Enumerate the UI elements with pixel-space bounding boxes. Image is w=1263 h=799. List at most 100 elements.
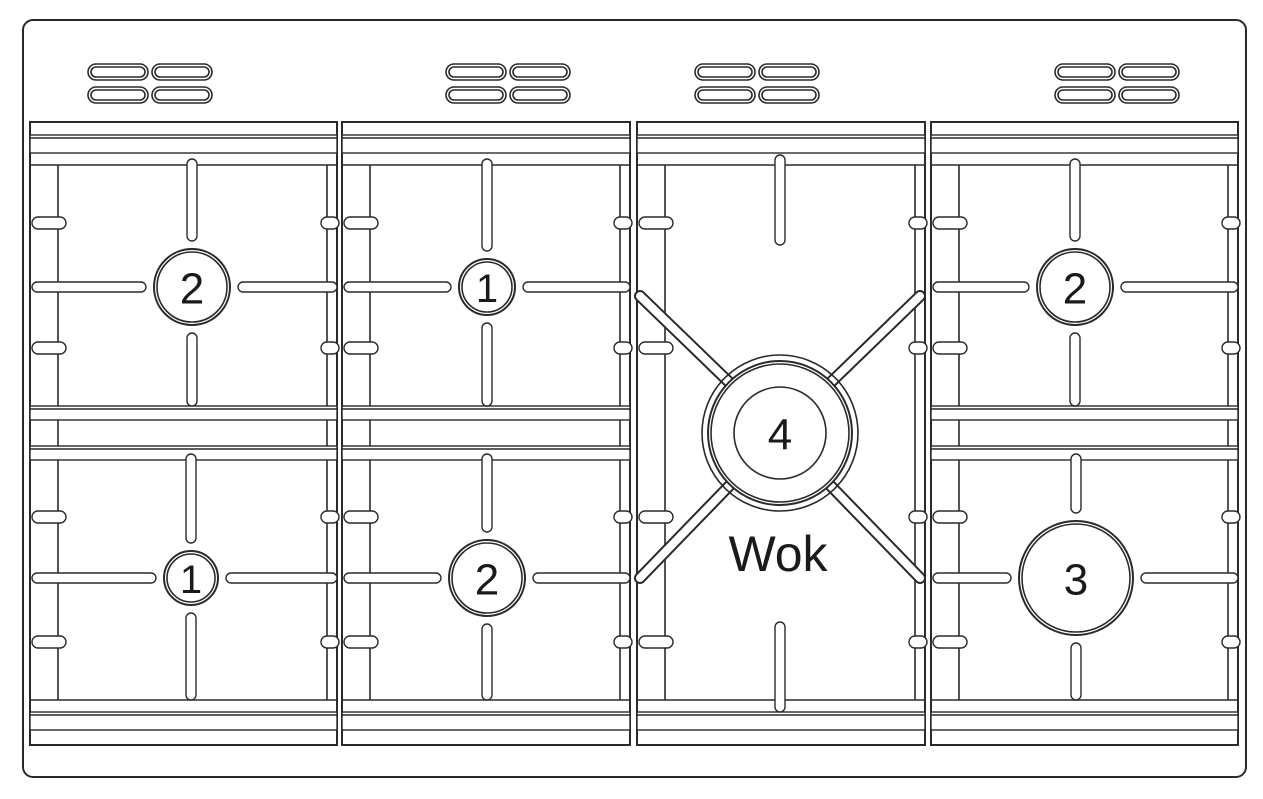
knob-slot-outer <box>1054 86 1116 104</box>
grate-finger <box>932 216 968 230</box>
burner-wok: 4 <box>634 154 926 713</box>
grate-finger <box>1221 635 1241 649</box>
knob-slot-outer <box>509 63 571 81</box>
grate-arm <box>522 281 631 293</box>
burner-left-top: 2 <box>31 158 338 407</box>
grate-frame <box>29 121 338 746</box>
grate-finger <box>320 216 340 230</box>
knob-slot-outer <box>509 86 571 104</box>
grate-arm <box>1070 642 1082 701</box>
grate-arm <box>343 572 442 584</box>
grate-arm <box>481 453 493 533</box>
grate-finger <box>638 341 674 355</box>
knob-group <box>694 63 820 104</box>
knob-slot-outer <box>1054 63 1116 81</box>
knob-slot-outer <box>151 63 213 81</box>
knob-slot-outer <box>445 63 507 81</box>
burner-ring-outer <box>458 258 516 316</box>
grate-finger <box>343 341 379 355</box>
burner-right-top: 2 <box>932 158 1239 407</box>
grate-finger <box>343 510 379 524</box>
grate-bar <box>636 134 926 154</box>
grate-arm <box>225 572 338 584</box>
knob-slot-inner <box>512 89 568 101</box>
grate-arm <box>1069 158 1081 242</box>
knob-slot-outer <box>758 63 820 81</box>
grate-finger <box>908 635 928 649</box>
knob-group <box>1054 63 1180 104</box>
knob-slot-inner <box>1057 66 1113 78</box>
knob-slot-outer <box>87 63 149 81</box>
burner-ring-inner <box>1021 523 1131 633</box>
grate-arm <box>1120 281 1239 293</box>
knob-slot-inner <box>761 66 817 78</box>
burner-number: 4 <box>768 411 792 460</box>
grate-arm <box>185 453 197 544</box>
grate-panel <box>930 121 1241 746</box>
wok-arm <box>636 292 737 390</box>
knob-slot-inner <box>512 66 568 78</box>
wok-arm <box>823 478 924 582</box>
grate-finger <box>932 635 968 649</box>
grate-bar <box>29 445 338 461</box>
grate-finger <box>320 341 340 355</box>
grate-finger <box>932 341 968 355</box>
grate-finger <box>638 216 674 230</box>
grate-arm <box>237 281 338 293</box>
grate-arm <box>31 281 147 293</box>
burner-ring-inner <box>1039 251 1111 323</box>
grate-frame <box>930 121 1239 746</box>
knob-slot-inner <box>697 89 753 101</box>
burner-ring-outer <box>163 550 219 606</box>
burner-center-left-top: 1 <box>343 158 631 407</box>
grate-arm <box>481 322 493 407</box>
grate-finger <box>31 510 67 524</box>
wok-arm <box>774 154 786 246</box>
grate-finger <box>908 341 928 355</box>
burner-ring-outer <box>448 539 526 617</box>
knob-slot-inner <box>697 66 753 78</box>
grate-bar <box>930 405 1239 421</box>
burner-ring-outer <box>153 248 231 326</box>
knob-slot-inner <box>90 66 146 78</box>
wok-burner-core <box>733 386 827 480</box>
grate-arm <box>186 332 198 407</box>
grate-frame <box>636 121 926 746</box>
knob-slot-outer <box>1118 63 1180 81</box>
grate-arm <box>481 623 493 701</box>
grate-bar <box>341 134 631 154</box>
wok-arm <box>774 621 786 713</box>
knob-groups <box>87 63 1180 104</box>
knob-slot-outer <box>694 86 756 104</box>
grate-finger <box>31 635 67 649</box>
grate-finger <box>343 635 379 649</box>
knob-slot-outer <box>87 86 149 104</box>
burner-ring-inner <box>166 553 216 603</box>
burner-ring-outer <box>1036 248 1114 326</box>
burner-ring-outer <box>707 360 853 506</box>
grate-arm <box>481 158 493 252</box>
knob-slot-inner <box>1121 66 1177 78</box>
grates <box>29 121 1241 746</box>
grate-arm <box>343 281 452 293</box>
grate-arm <box>31 572 157 584</box>
burner-center-left-bottom: 2 <box>343 453 631 701</box>
burner-number: 2 <box>475 556 499 605</box>
wok-arm <box>823 292 924 390</box>
burner-ring-inner <box>451 542 523 614</box>
grate-arm <box>186 158 198 242</box>
knob-slot-inner <box>761 89 817 101</box>
grate-bar <box>341 405 631 421</box>
grate-arm <box>932 572 1012 584</box>
knob-slot-inner <box>1057 89 1113 101</box>
knob-slot-outer <box>1118 86 1180 104</box>
burner-number: 1 <box>180 558 202 602</box>
burner-number: 1 <box>476 267 498 311</box>
wok-label: Wok <box>728 526 828 582</box>
grate-finger <box>31 216 67 230</box>
grate-panel <box>29 121 340 746</box>
knob-slot-inner <box>90 89 146 101</box>
grate-finger <box>320 510 340 524</box>
grate-finger <box>908 216 928 230</box>
